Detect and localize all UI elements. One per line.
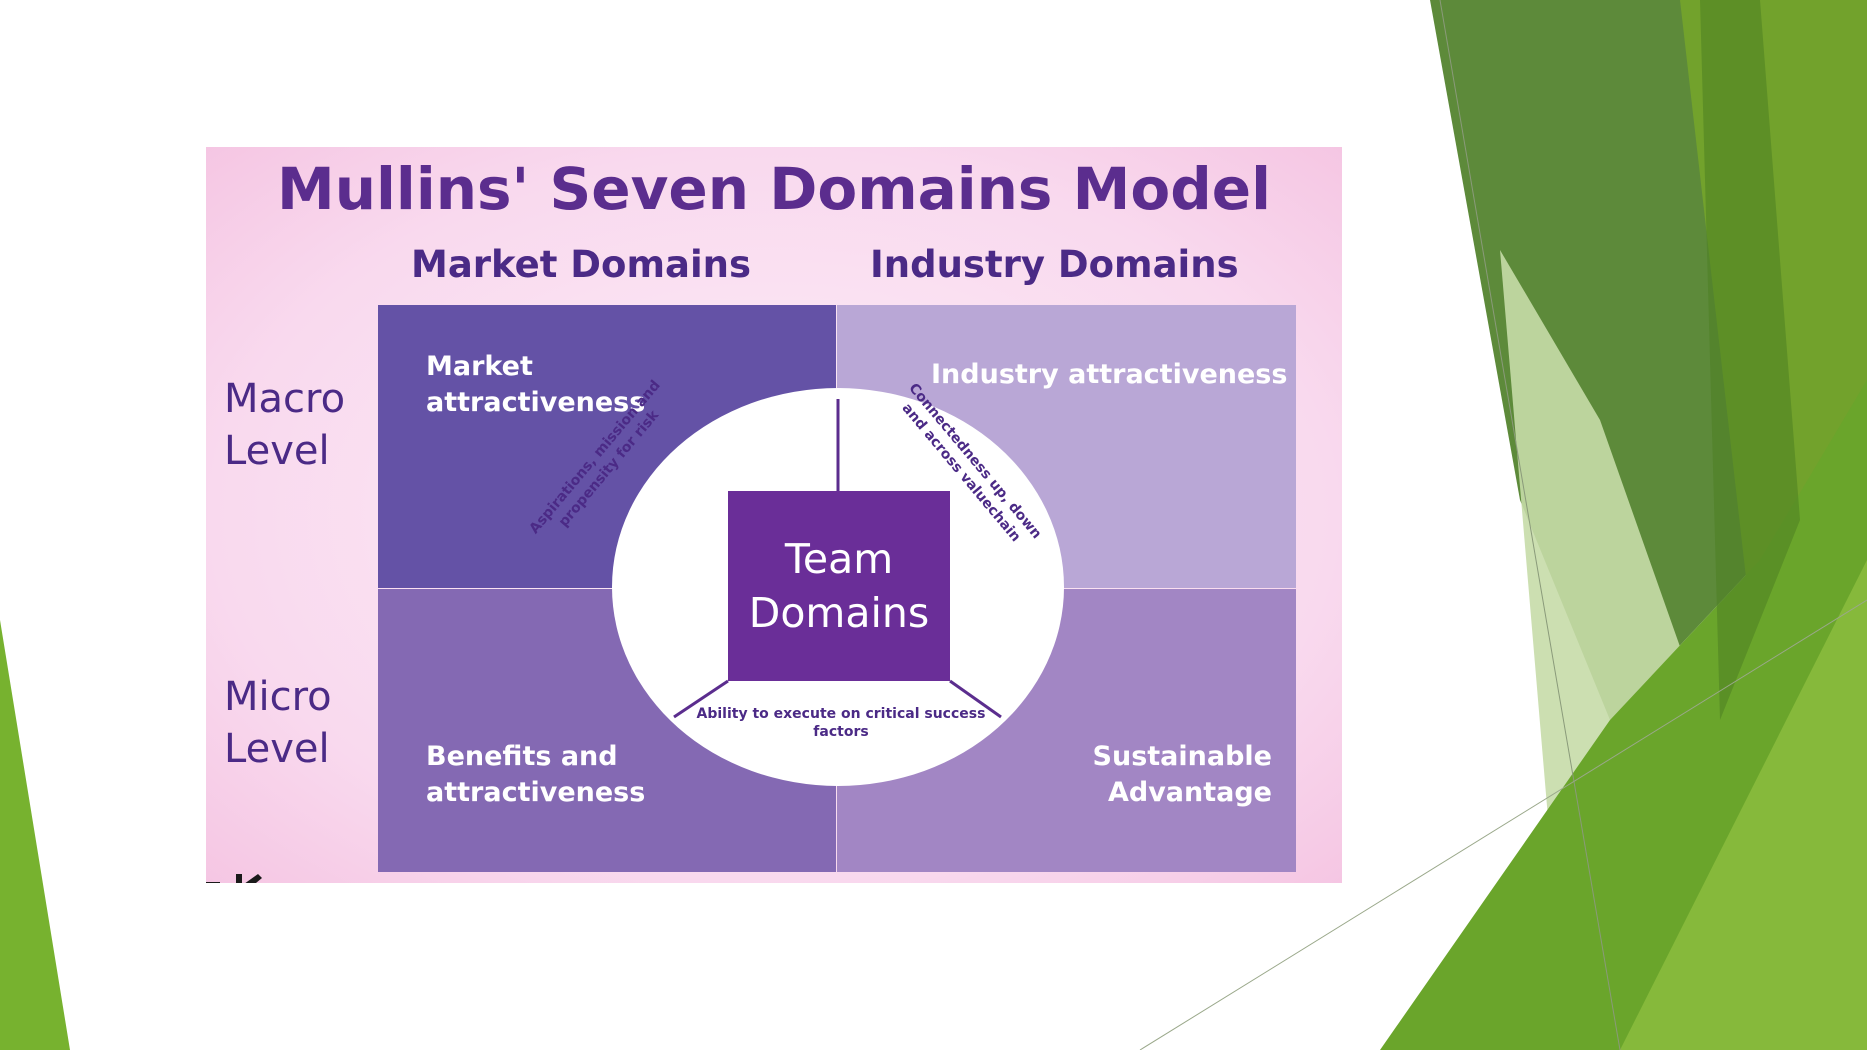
quadrant-label-line: Market: [426, 351, 533, 382]
quadrant-label-line: attractiveness: [426, 777, 646, 808]
quadrant-label-line: Benefits and: [426, 741, 618, 772]
row-header-macro-line1: Macro: [224, 376, 346, 422]
row-header-micro: Micro Level: [224, 671, 332, 775]
right-facet-deep: [1700, 0, 1800, 720]
thin-line-1: [1439, 0, 1621, 1050]
quadrant-label-market-attractiveness: Market attractiveness: [426, 349, 645, 421]
quadrant-label-line: Sustainable: [1092, 741, 1272, 772]
thin-line-2: [1139, 599, 1867, 1050]
team-domains-line2: Domains: [748, 589, 930, 637]
column-header-industry: Industry Domains: [870, 243, 1239, 286]
team-domains-box: Team Domains: [728, 491, 950, 681]
left-green-sliver: [0, 620, 70, 1050]
row-header-macro: Macro Level: [224, 373, 345, 477]
row-header-micro-line1: Micro: [224, 674, 332, 720]
spoke-bottom-right: [949, 679, 1002, 719]
right-facet-lime: [1620, 560, 1867, 1050]
row-header-micro-line2: Level: [224, 726, 330, 772]
cropped-corner-mark: [206, 874, 262, 883]
quadrant-label-line: Advantage: [1107, 777, 1272, 808]
quadrant-label-benefits: Benefits and attractiveness: [426, 739, 645, 811]
quadrant-label-line: Industry attractiveness: [931, 359, 1288, 390]
label-ability-line2: factors: [813, 724, 869, 740]
seven-domains-figure: Mullins' Seven Domains Model Market Doma…: [206, 147, 1342, 883]
label-ability-to-execute: Ability to execute on critical success f…: [676, 705, 1006, 741]
quadrant-label-industry-attractiveness: Industry attractiveness: [931, 357, 1287, 393]
quadrant-label-line: attractiveness: [426, 387, 646, 418]
quadrant-label-sustainable-advantage: Sustainable Advantage: [1086, 739, 1272, 811]
right-facet-dark: [1430, 0, 1760, 720]
column-header-market: Market Domains: [411, 243, 752, 286]
row-header-macro-line2: Level: [224, 428, 330, 474]
team-domains-line1: Team: [784, 535, 894, 583]
spoke-bottom-left: [673, 679, 729, 719]
figure-title: Mullins' Seven Domains Model: [277, 155, 1271, 223]
label-ability-line1: Ability to execute on critical success: [696, 706, 986, 722]
